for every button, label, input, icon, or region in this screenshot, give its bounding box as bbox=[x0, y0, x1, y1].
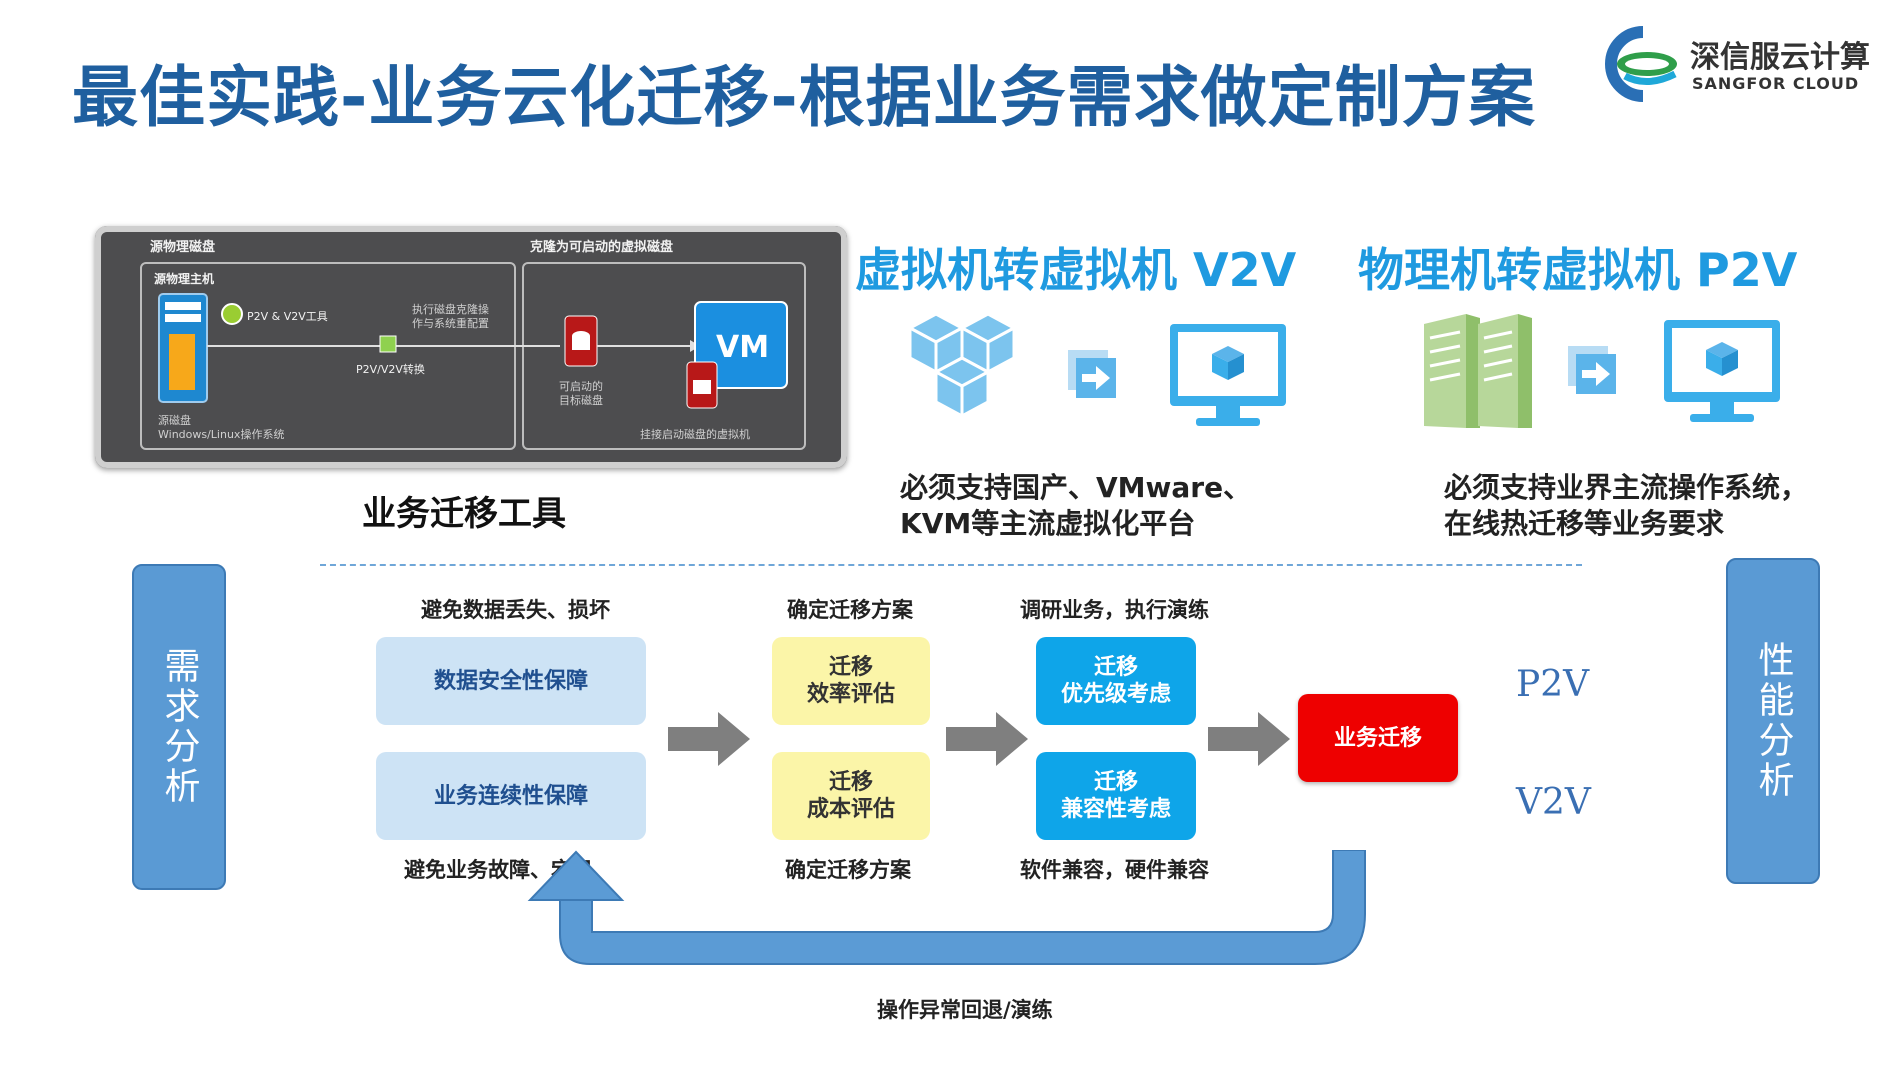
panel-diagram-icon bbox=[158, 293, 788, 409]
label-p2v: P2V bbox=[1516, 664, 1590, 705]
monitor-cube-icon bbox=[1170, 324, 1286, 426]
arrow-right-icon bbox=[668, 712, 750, 766]
v2v-title: 虚拟机转虚拟机 V2V bbox=[855, 243, 1297, 297]
monitor-cube-icon bbox=[1664, 320, 1780, 422]
requirement-analysis-bar: 需求分析 bbox=[132, 564, 226, 890]
panel-left-header: 源物理磁盘 bbox=[150, 240, 216, 255]
sangfor-logo-icon bbox=[1605, 26, 1677, 102]
arrow-right-icon bbox=[946, 712, 1028, 766]
panel-target-disk-2: 目标磁盘 bbox=[559, 394, 603, 407]
transfer-arrow-icon bbox=[1568, 346, 1616, 394]
arrow-right-icon bbox=[1208, 712, 1290, 766]
panel-host-label: 源物理主机 bbox=[154, 272, 215, 286]
p2v-title: 物理机转虚拟机 P2V bbox=[1358, 243, 1798, 297]
panel-tool-label: P2V & V2V工具 bbox=[247, 310, 328, 323]
panel-vm-label: VM bbox=[716, 330, 770, 365]
caption-compat: 软件兼容，硬件兼容 bbox=[1020, 858, 1209, 882]
v2v-desc-2: KVM等主流虚拟化平台 bbox=[900, 507, 1196, 540]
p2v-illustration bbox=[1424, 314, 1780, 428]
panel-target-disk-1: 可启动的 bbox=[559, 380, 603, 393]
panel-convert-label: P2V/V2V转换 bbox=[356, 363, 425, 376]
caption-avoid-data-loss: 避免数据丢失、损坏 bbox=[421, 598, 610, 622]
caption-research: 调研业务，执行演练 bbox=[1020, 598, 1209, 622]
v2v-desc-1: 必须支持国产、VMware、 bbox=[900, 471, 1252, 504]
performance-analysis-bar: 性能分析 bbox=[1726, 558, 1820, 884]
p2v-desc-1: 必须支持业界主流操作系统， bbox=[1444, 471, 1809, 504]
box-compat: 迁移 兼容性考虑 bbox=[1036, 752, 1196, 840]
panel-exec-2: 作与系统重配置 bbox=[412, 317, 489, 330]
panel-left-frame bbox=[140, 262, 516, 450]
logo-cn: 深信服云计算 bbox=[1690, 40, 1870, 75]
box-data-security: 数据安全性保障 bbox=[376, 637, 646, 725]
panel-right-header: 克隆为可启动的虚拟磁盘 bbox=[530, 240, 674, 255]
p2v-desc-2: 在线热迁移等业务要求 bbox=[1444, 507, 1725, 540]
cubes-icon bbox=[906, 312, 1018, 419]
box-business-migration: 业务迁移 bbox=[1298, 694, 1458, 782]
page-title: 最佳实践-业务云化迁移-根据业务需求做定制方案 bbox=[72, 59, 1536, 136]
server-rack-icon bbox=[1424, 314, 1532, 428]
panel-source-disk-1: 源磁盘 bbox=[158, 414, 191, 427]
panel-right-frame bbox=[522, 262, 806, 450]
logo-en: SANGFOR CLOUD bbox=[1692, 74, 1860, 93]
box-cost: 迁移 成本评估 bbox=[772, 752, 930, 840]
tool-label: 业务迁移工具 bbox=[362, 494, 566, 534]
box-business-continuity: 业务连续性保障 bbox=[376, 752, 646, 840]
v2v-illustration bbox=[906, 312, 1286, 426]
panel-exec-1: 执行磁盘克隆操 bbox=[412, 303, 489, 316]
box-priority: 迁移 优先级考虑 bbox=[1036, 637, 1196, 725]
caption-plan-bottom: 确定迁移方案 bbox=[785, 858, 911, 882]
panel-vm-note: 挂接启动磁盘的虚拟机 bbox=[640, 428, 750, 441]
box-efficiency: 迁移 效率评估 bbox=[772, 637, 930, 725]
transfer-arrow-icon bbox=[1068, 350, 1116, 398]
label-v2v: V2V bbox=[1516, 782, 1591, 823]
loop-back-arrow-icon bbox=[527, 850, 1366, 965]
panel-source-disk-2: Windows/Linux操作系统 bbox=[158, 428, 285, 441]
section-divider bbox=[320, 564, 1582, 566]
caption-loop: 操作异常回退/演练 bbox=[877, 998, 1053, 1022]
caption-plan-top: 确定迁移方案 bbox=[787, 598, 913, 622]
